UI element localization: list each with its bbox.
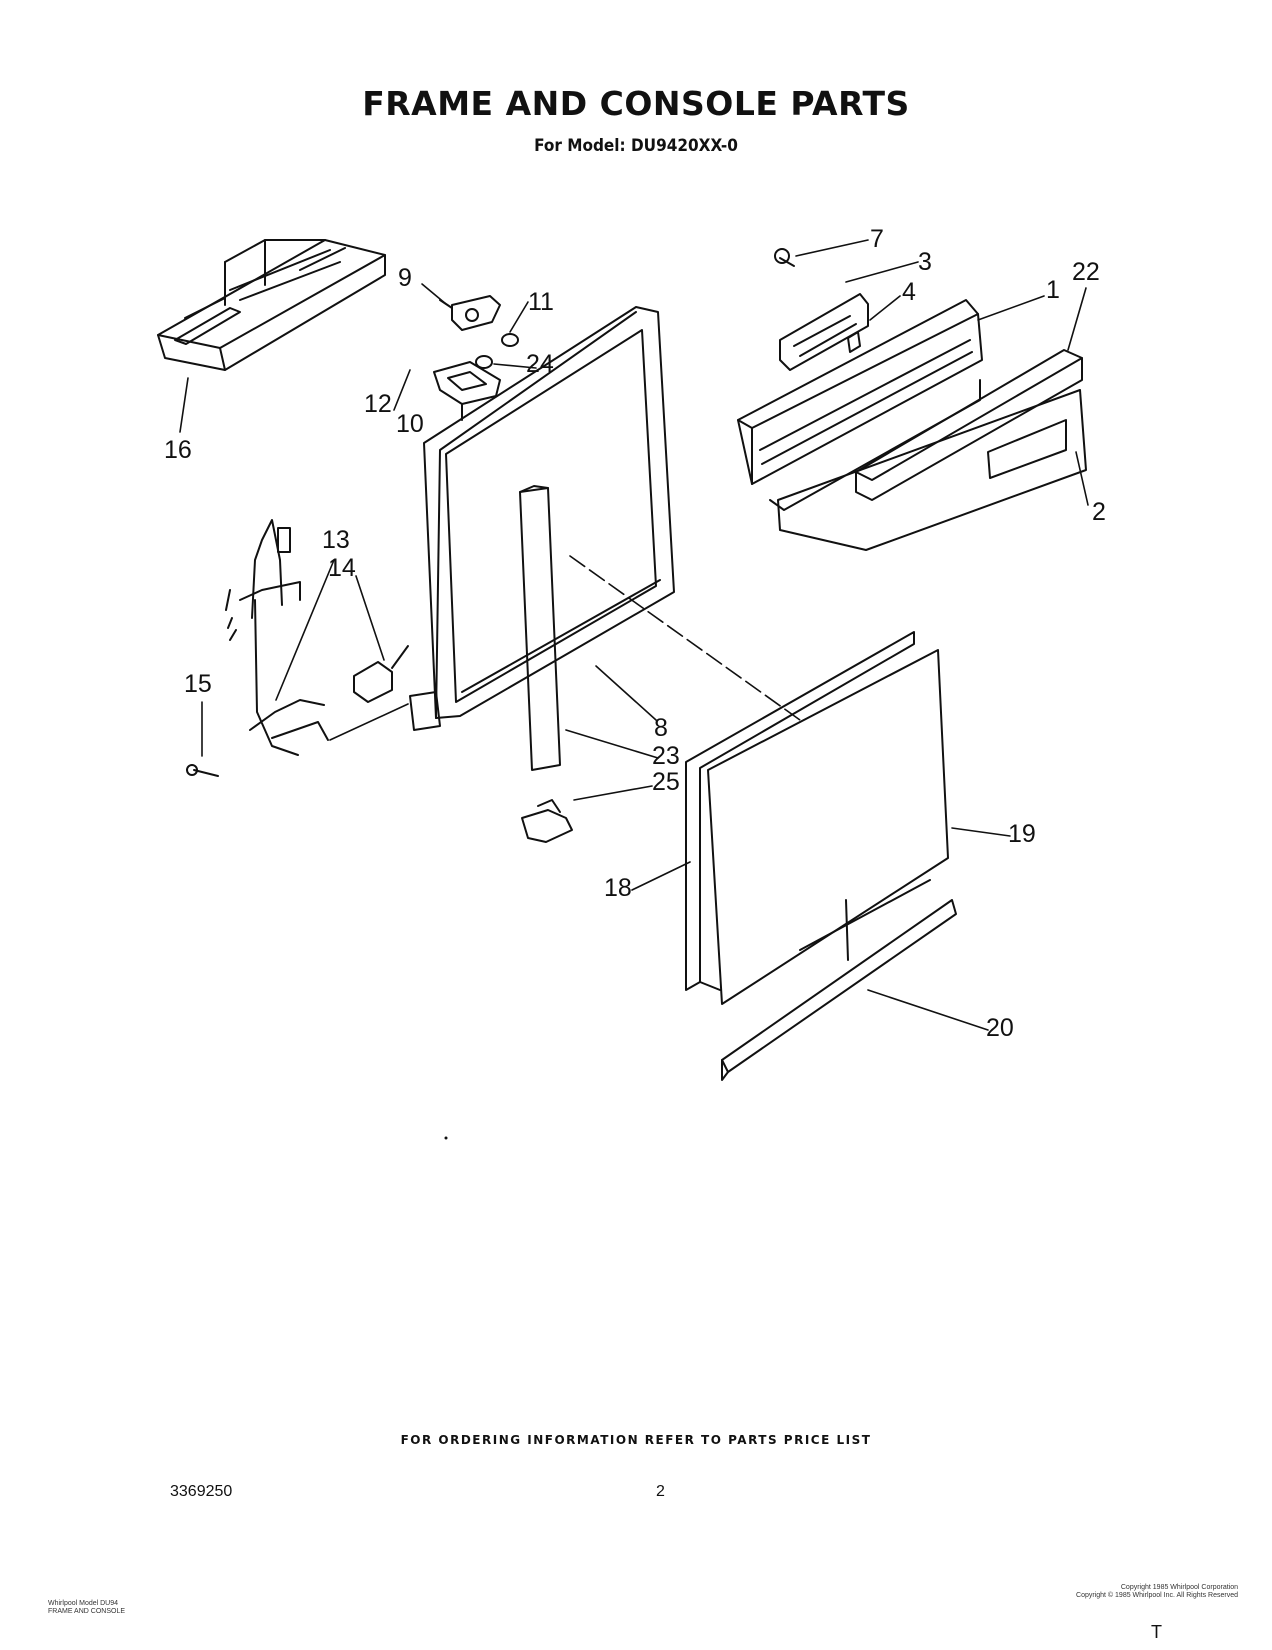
footer-copyright: Copyright 1985 Whirlpool Corporation Cop… [1076, 1584, 1238, 1599]
part-14-connector [353, 645, 409, 703]
part-8-door-frame [409, 306, 675, 731]
callout-16: 16 [164, 436, 192, 464]
leader-lines [179, 239, 1089, 1031]
page-title: FRAME AND CONSOLE PARTS [362, 84, 910, 123]
callout-8: 8 [654, 714, 668, 742]
part-16-housing [157, 239, 386, 371]
model-subtitle: For Model: DU9420XX-0 [534, 136, 738, 156]
callout-4: 4 [902, 278, 916, 306]
callout-labels: 7 3 4 1 22 2 9 11 24 12 10 16 13 14 15 8… [164, 225, 1106, 1042]
part-19-door-panel [707, 649, 949, 1005]
part-18-door-liner [685, 631, 915, 991]
document-number: 3369250 [170, 1483, 233, 1500]
callout-20: 20 [986, 1014, 1014, 1042]
part-2-console-panel [777, 389, 1087, 551]
callout-3: 3 [918, 248, 932, 276]
page-number: 2 [656, 1483, 665, 1500]
part-20-toe-strip [721, 879, 957, 1081]
callout-23: 23 [652, 742, 680, 770]
crop-mark: T [1151, 1622, 1162, 1642]
callout-10: 10 [396, 410, 424, 438]
callout-7: 7 [870, 225, 884, 253]
callout-9: 9 [398, 264, 412, 292]
part-25-latch [521, 799, 573, 843]
part-11-fastener [501, 333, 519, 347]
part-1-console-frame [737, 299, 983, 511]
part-4-clip [847, 331, 861, 353]
part-24-nut [475, 355, 493, 369]
part-22-console-trim [855, 349, 1083, 501]
callout-25: 25 [652, 768, 680, 796]
callout-11: 11 [528, 288, 554, 316]
callout-12: 12 [364, 390, 392, 418]
callout-15: 15 [184, 670, 212, 698]
part-9-switch-assembly [439, 295, 501, 331]
callout-2: 2 [1092, 498, 1106, 526]
part-10-bracket [433, 361, 501, 421]
part-13-wire-harness [225, 519, 329, 756]
part-7-screw [774, 248, 795, 267]
callout-19: 19 [1008, 820, 1036, 848]
ordering-note: FOR ORDERING INFORMATION REFER TO PARTS … [400, 1433, 872, 1447]
callout-1: 1 [1046, 276, 1060, 304]
callout-13: 13 [322, 526, 350, 554]
speck-mark [444, 1136, 448, 1140]
callout-24: 24 [526, 350, 554, 378]
part-15-screw [186, 764, 219, 777]
callout-22: 22 [1072, 258, 1100, 286]
part-3-bracket [779, 293, 869, 371]
part-23-center-strip [519, 485, 561, 771]
callout-14: 14 [328, 554, 356, 582]
footer-small-left: Whirlpool Model DU94 FRAME AND CONSOLE [48, 1600, 126, 1615]
callout-18: 18 [604, 874, 632, 902]
